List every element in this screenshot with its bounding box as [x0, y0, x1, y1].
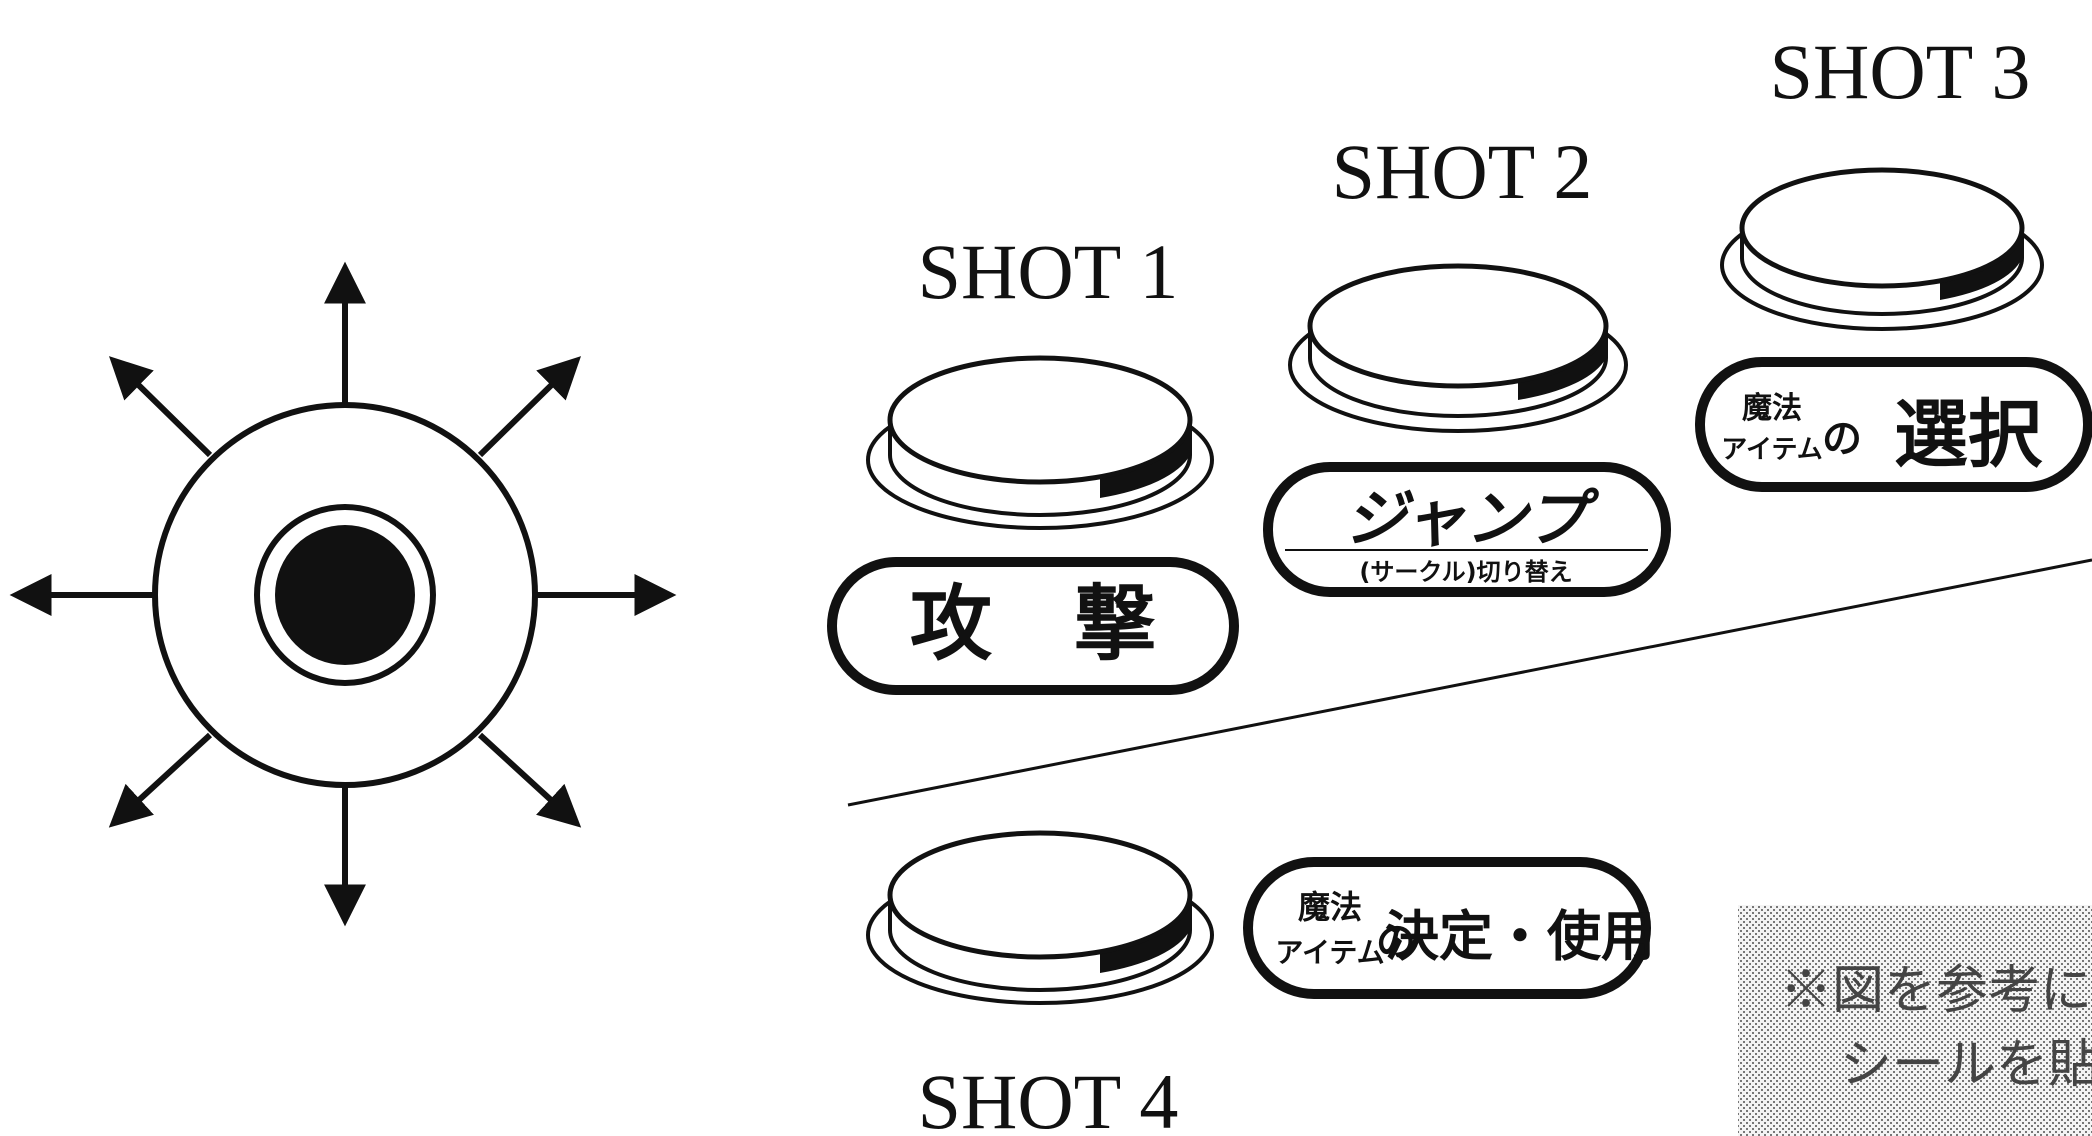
shot2-label: ジャンプ: [1344, 482, 1599, 555]
shot3-label-prefix: 魔法: [1742, 391, 1802, 426]
arrow-down-left: [108, 732, 213, 828]
shot3-label-mid: の: [1822, 416, 1862, 462]
note-line2: シールを貼: [1840, 1035, 2092, 1095]
shot1-button[interactable]: [866, 355, 1214, 530]
shot2-sublabel: (サークル)切り替え: [1359, 558, 1572, 586]
shot1-group: SHOT 1 攻 撃: [827, 228, 1239, 695]
shot4-button[interactable]: [866, 830, 1214, 1005]
shot4-name: SHOT 4: [918, 1058, 1179, 1136]
shot3-label-prefix2: アイテム: [1721, 435, 1822, 465]
shot3-name: SHOT 3: [1770, 28, 2031, 115]
joystick-ball[interactable]: [275, 525, 415, 665]
shot3-label-main: 選択: [1894, 392, 2043, 478]
joystick-arrows: [9, 261, 677, 927]
shot1-label-plate: 攻 撃: [827, 557, 1239, 695]
shot3-group: SHOT 3 魔法 アイテム の 選択: [1695, 28, 2092, 492]
shot1-label: 攻 撃: [910, 577, 1156, 672]
note-line1: ※図を参考に: [1780, 961, 2092, 1021]
shot2-group: SHOT 2 ジャンプ (サークル)切り替え: [1263, 128, 1671, 597]
shot2-name: SHOT 2: [1332, 128, 1593, 215]
shot3-label-plate: 魔法 アイテム の 選択: [1695, 357, 2092, 492]
shot4-label-prefix: 魔法: [1298, 888, 1362, 926]
shot1-name: SHOT 1: [918, 228, 1179, 315]
shot2-label-plate: ジャンプ (サークル)切り替え: [1263, 462, 1671, 597]
arrow-down-right: [477, 732, 582, 828]
shot4-label-plate: 魔法 アイテム の 決定・使用: [1243, 857, 1655, 999]
shot4-label-main: 決定・使用: [1385, 905, 1655, 968]
note-box: ※図を参考に シールを貼: [1738, 905, 2092, 1136]
shot2-button[interactable]: [1288, 263, 1628, 433]
shot3-button[interactable]: [1720, 167, 2044, 331]
shot4-label-mid: の: [1376, 919, 1416, 965]
joystick[interactable]: [9, 261, 677, 927]
arrow-up-left: [108, 356, 213, 458]
arrow-up-right: [477, 356, 582, 458]
shot4-label-prefix2: アイテム: [1275, 936, 1384, 969]
divider-line: [847, 558, 2092, 807]
shot4-group: 魔法 アイテム の 決定・使用 SHOT 4: [866, 830, 1655, 1136]
